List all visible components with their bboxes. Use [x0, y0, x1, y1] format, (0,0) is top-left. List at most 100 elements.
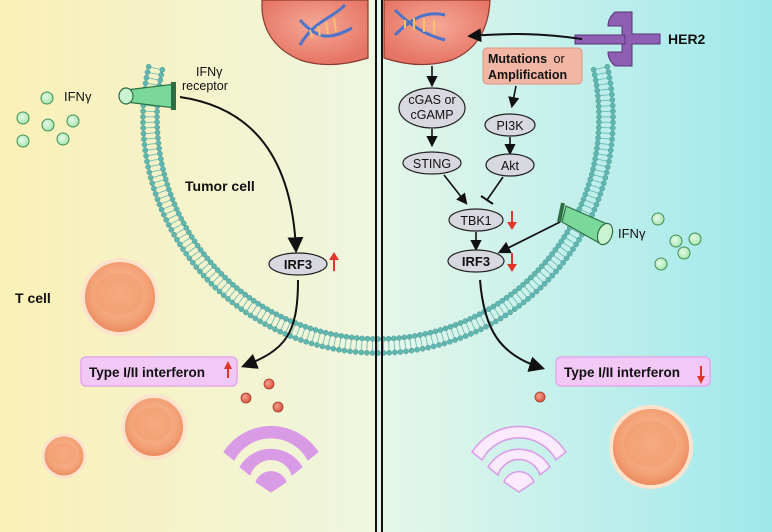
membrane-lipid-tail [271, 316, 276, 325]
membrane-lipid-tail [261, 311, 267, 319]
membrane-lipid-tail [166, 209, 175, 214]
membrane-lipid-head [590, 166, 596, 172]
akt-inhibits-tbk1 [480, 176, 504, 205]
membrane-lipid-head [599, 185, 605, 192]
membrane-lipid-head [391, 335, 397, 342]
membrane-lipid-tail [560, 247, 568, 253]
membrane-lipid-head [197, 268, 203, 275]
membrane-lipid-tail [256, 308, 262, 317]
membrane-lipid-head [159, 161, 165, 167]
membrane-lipid-tail [547, 263, 555, 270]
membrane-lipid-tail [569, 233, 577, 239]
membrane-lipid-head [262, 321, 268, 327]
membrane-lipid-head [462, 318, 469, 324]
membrane-lipid-head [552, 247, 559, 253]
membrane-lipid-head [609, 136, 615, 143]
membrane-lipid-head [425, 344, 431, 351]
membrane-lipid-head [507, 309, 513, 316]
membrane-lipid-head [609, 125, 616, 131]
membrane-lipid-head [594, 145, 600, 152]
membrane-lipid-head [171, 232, 177, 238]
membrane-lipid-head [166, 186, 172, 193]
membrane-lipid-head [163, 217, 170, 223]
membrane-lipid-head [516, 303, 523, 309]
membrane-lipid-head [167, 191, 174, 198]
membrane-lipid-head [495, 300, 501, 307]
ifng-particles-left [16, 91, 80, 148]
membrane-lipid-tail [179, 233, 187, 239]
membrane-lipid-head [606, 74, 613, 81]
membrane-lipid-head [493, 318, 499, 325]
membrane-lipid-head [238, 288, 244, 295]
membrane-lipid-tail [398, 340, 401, 349]
membrane-lipid-tail [596, 66, 605, 70]
cell-membrane [140, 63, 616, 356]
membrane-lipid-tail [599, 148, 608, 151]
membrane-lipid-tail [456, 327, 460, 336]
membrane-lipid-head [154, 129, 161, 136]
membrane-lipid-head [158, 206, 165, 213]
membrane-lipid-head [593, 201, 600, 208]
membrane-lipid-head [411, 333, 418, 339]
membrane-lipid-tail [520, 290, 527, 297]
membrane-lipid-head [516, 285, 522, 291]
membrane-lipid-head [567, 250, 573, 257]
membrane-lipid-head [168, 227, 175, 233]
membrane-lipid-head [358, 349, 364, 356]
membrane-lipid-tail [470, 321, 476, 330]
membrane-lipid-head [343, 333, 350, 340]
t-cell-medium-left [121, 394, 187, 460]
membrane-lipid-tail [589, 190, 598, 194]
sting-to-tbk1-arrow [443, 174, 468, 205]
membrane-lipid-head [499, 297, 506, 304]
membrane-lipid-head [308, 340, 315, 347]
membrane-lipid-head [539, 263, 545, 270]
svg-text:Mutations or: Mutations or [488, 52, 565, 66]
membrane-lipid-head [220, 292, 227, 299]
membrane-lipid-tail [360, 341, 363, 350]
membrane-lipid-tail [296, 327, 300, 336]
membrane-lipid-head [582, 191, 589, 198]
membrane-lipid-tail [266, 314, 271, 322]
membrane-lipid-head [584, 186, 590, 193]
membrane-lipid-head [596, 108, 602, 115]
membrane-lipid-head [154, 119, 160, 125]
membrane-lipid-head [297, 322, 304, 328]
membrane-lipid-tail [393, 341, 396, 350]
membrane-lipid-head [208, 280, 215, 287]
membrane-lipid-tail [176, 228, 184, 234]
membrane-lipid-head [200, 272, 207, 279]
membrane-lipid-head [528, 274, 534, 281]
membrane-lipid-tail [601, 132, 610, 134]
membrane-lipid-head [452, 322, 459, 328]
membrane-lipid-tail [158, 190, 167, 194]
membrane-lipid-head [155, 135, 161, 141]
membrane-lipid-tail [188, 247, 196, 253]
membrane-lipid-tail [594, 174, 603, 178]
membrane-lipid-head [142, 147, 149, 154]
membrane-lipid-tail [550, 259, 558, 266]
akt-label: Akt [501, 159, 520, 173]
irf3-up-indicator-left [329, 252, 339, 271]
membrane-lipid-head [174, 236, 180, 243]
membrane-lipid-head [422, 331, 428, 337]
membrane-lipid-head [160, 166, 166, 172]
t-cell-large-left [81, 258, 159, 336]
membrane-lipid-head [524, 278, 530, 284]
membrane-lipid-head [430, 343, 437, 350]
membrane-lipid-head [155, 140, 162, 147]
membrane-lipid-head [588, 171, 595, 178]
membrane-lipid-tail [148, 148, 157, 151]
membrane-lipid-head [159, 66, 166, 73]
membrane-lipid-head [545, 276, 552, 283]
membrane-lipid-head [328, 331, 334, 337]
membrane-lipid-head [317, 328, 324, 335]
membrane-lipid-head [322, 329, 329, 336]
membrane-lipid-tail [566, 238, 574, 244]
membrane-lipid-head [541, 280, 548, 287]
membrane-lipid-head [194, 242, 201, 249]
membrane-lipid-tail [146, 137, 155, 140]
membrane-lipid-tail [198, 259, 206, 266]
membrane-lipid-head [140, 125, 147, 131]
membrane-lipid-tail [164, 205, 172, 209]
